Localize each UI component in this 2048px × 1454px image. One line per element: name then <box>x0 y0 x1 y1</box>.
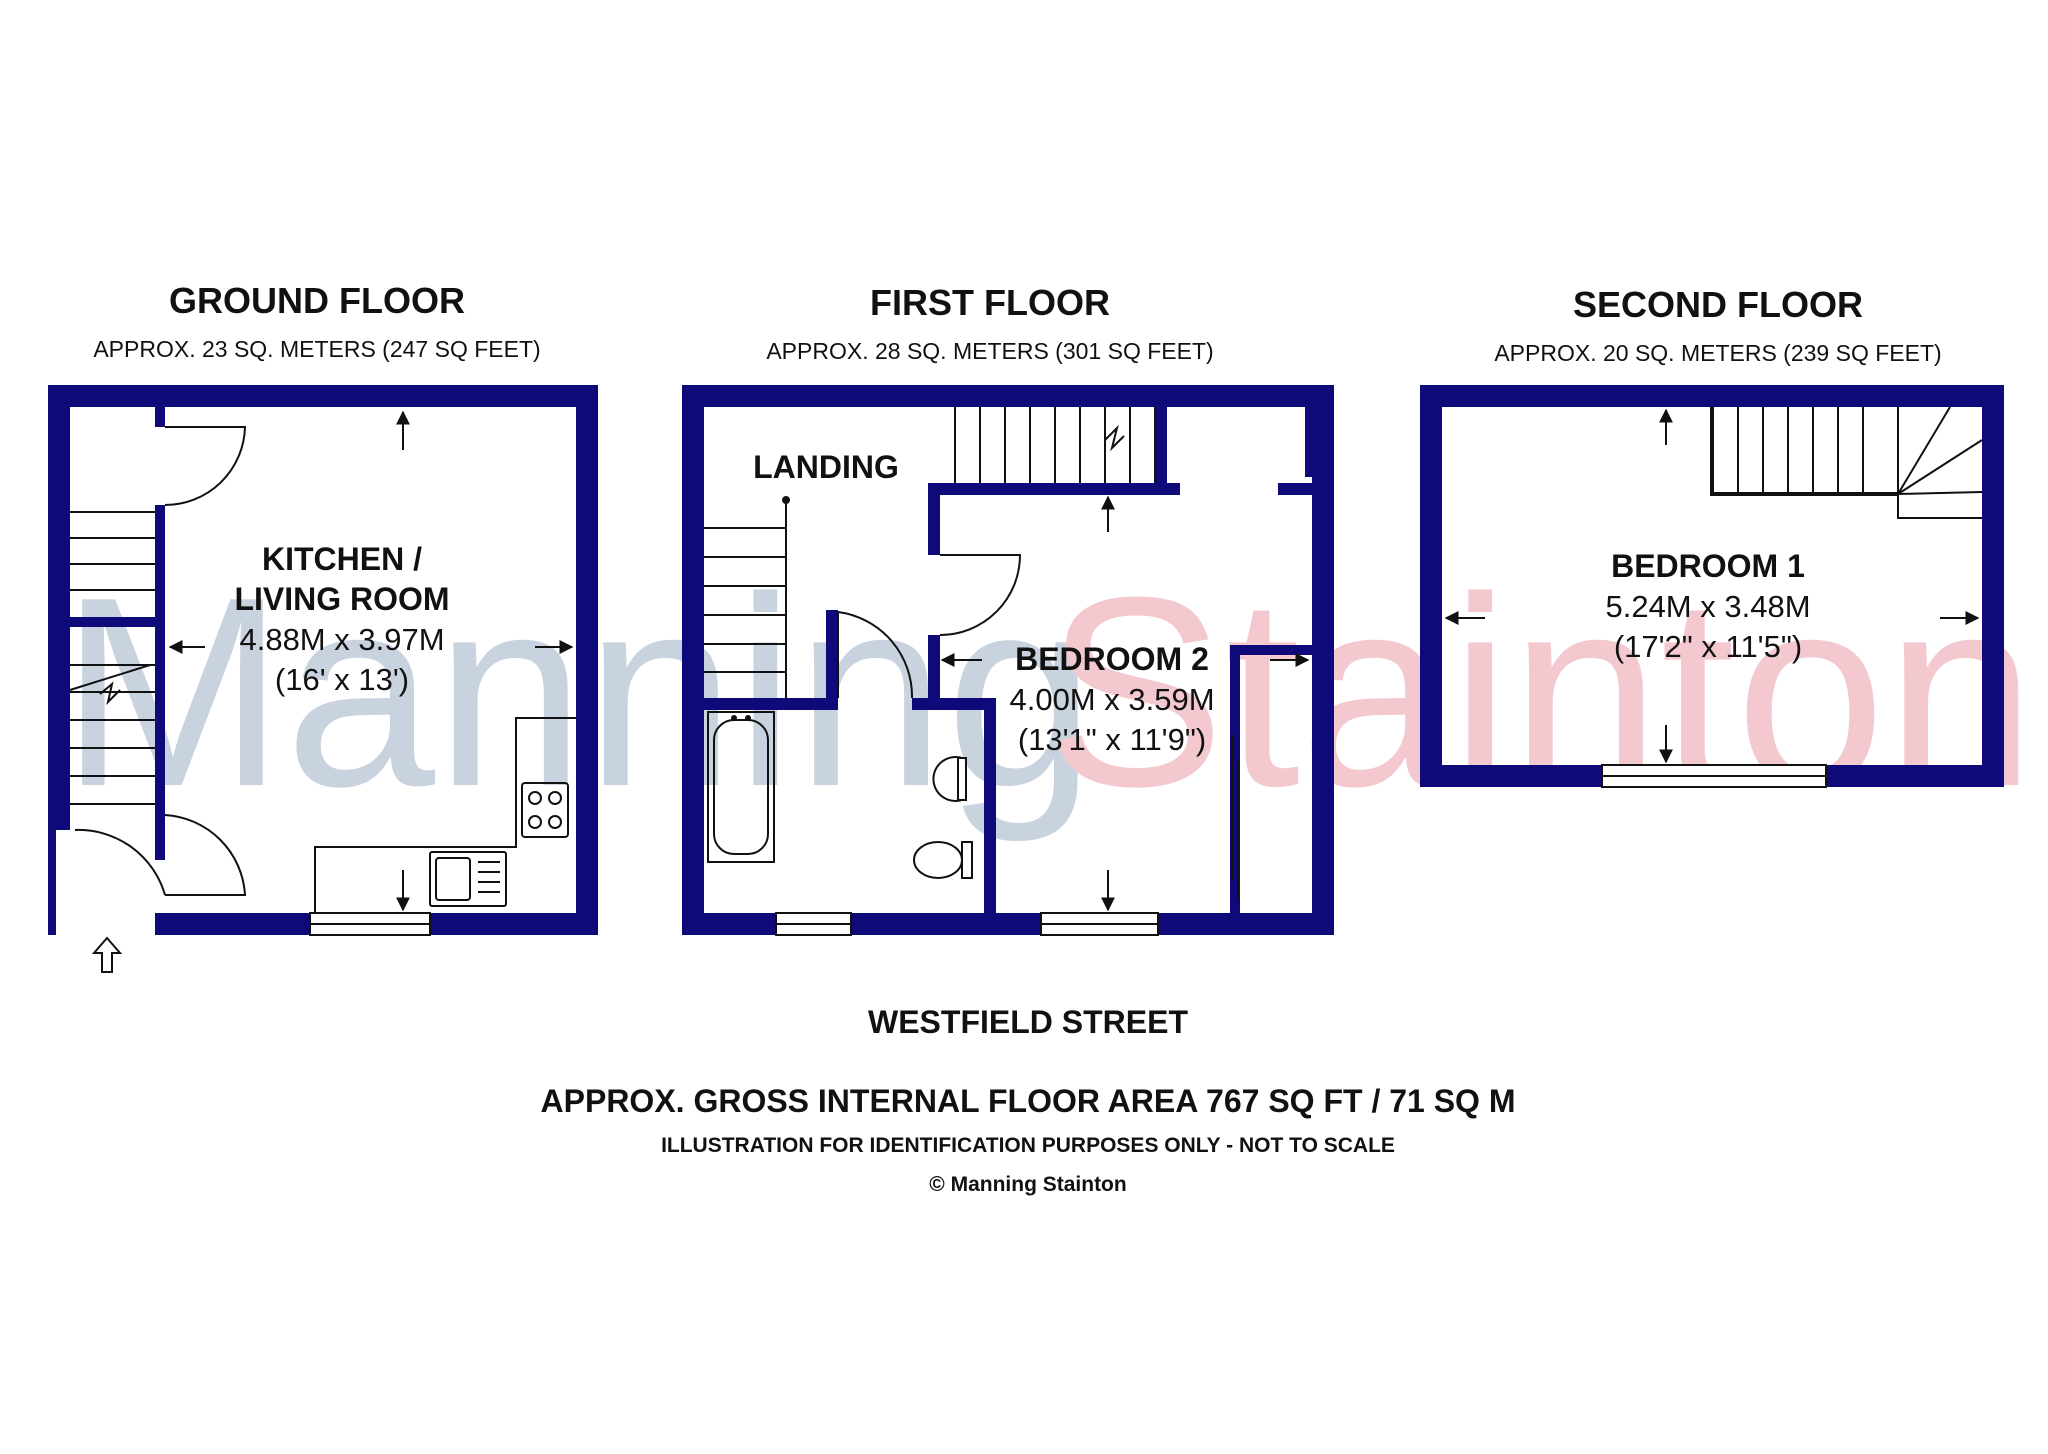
basin-icon <box>932 756 967 802</box>
ground-front-door <box>74 814 247 896</box>
first-doors <box>837 554 1239 900</box>
ground-inner-door <box>164 426 247 506</box>
second-dimension-arrows <box>1444 408 1980 764</box>
first-floor-area: APPROX. 28 SQ. METERS (301 SQ FEET) <box>766 338 1213 364</box>
footer: WESTFIELD STREET APPROX. GROSS INTERNAL … <box>541 1004 1516 1196</box>
first-floor: FIRST FLOOR APPROX. 28 SQ. METERS (301 S… <box>682 282 1334 936</box>
first-windows <box>775 912 1159 936</box>
second-floor-area: APPROX. 20 SQ. METERS (239 SQ FEET) <box>1494 340 1941 366</box>
second-floor: SECOND FLOOR APPROX. 20 SQ. METERS (239 … <box>1420 284 2004 788</box>
bedroom2-dimensions-imperial: (13'1" x 11'9") <box>1018 722 1206 757</box>
bedroom1-name: BEDROOM 1 <box>1611 548 1805 584</box>
bath-icon <box>707 711 775 863</box>
bedroom1-dimensions-metric: 5.24M x 3.48M <box>1605 589 1810 624</box>
first-upper-stairs <box>954 407 1156 483</box>
second-window <box>1601 764 1827 788</box>
first-floor-walls <box>682 385 1334 935</box>
disclaimer: ILLUSTRATION FOR IDENTIFICATION PURPOSES… <box>661 1134 1395 1157</box>
ground-floor-title: GROUND FLOOR <box>169 280 465 321</box>
street-name: WESTFIELD STREET <box>868 1004 1188 1040</box>
ground-floor-walls <box>48 385 598 935</box>
kitchen-dimensions-imperial: (16' x 13') <box>275 662 409 697</box>
total-floor-area: APPROX. GROSS INTERNAL FLOOR AREA 767 SQ… <box>541 1083 1516 1119</box>
ground-floor-area: APPROX. 23 SQ. METERS (247 SQ FEET) <box>93 336 540 362</box>
copyright: © Manning Stainton <box>929 1173 1126 1196</box>
kitchen-name-line1: KITCHEN / <box>262 541 422 577</box>
kitchen-dimensions-metric: 4.88M x 3.97M <box>239 622 444 657</box>
ground-stairs <box>69 511 155 805</box>
landing-stairs <box>704 496 790 698</box>
ground-window <box>309 912 431 936</box>
entrance-arrow-icon <box>91 936 123 973</box>
first-floor-title: FIRST FLOOR <box>870 282 1110 323</box>
sink-icon <box>429 851 507 907</box>
bedroom2-name: BEDROOM 2 <box>1015 641 1209 677</box>
ground-floor: GROUND FLOOR APPROX. 23 SQ. METERS (247 … <box>48 280 598 973</box>
hob-icon <box>521 782 569 838</box>
bedroom1-dimensions-imperial: (17'2" x 11'5") <box>1614 629 1802 664</box>
second-stairs <box>1710 406 1983 519</box>
first-dimension-arrows <box>940 495 1310 912</box>
second-floor-walls <box>1420 385 2004 787</box>
watermark-right: Stainton <box>1045 542 2036 843</box>
bedroom2-dimensions-metric: 4.00M x 3.59M <box>1009 682 1214 717</box>
toilet-icon <box>913 841 973 879</box>
second-floor-title: SECOND FLOOR <box>1573 284 1863 325</box>
kitchen-name-line2: LIVING ROOM <box>234 581 449 617</box>
landing-name: LANDING <box>753 449 899 485</box>
kitchen-units <box>314 717 576 913</box>
ground-dimension-arrows <box>168 410 574 912</box>
